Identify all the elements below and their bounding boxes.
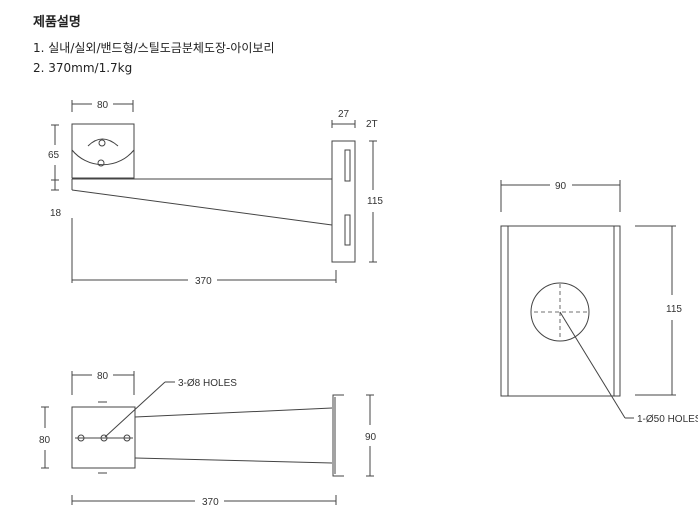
dim-side-thickness: 2T [366, 119, 378, 130]
dim-top-height: 80 [39, 435, 51, 446]
holes-label: 3-Ø8 HOLES [178, 378, 237, 389]
side-view: 80 27 2T 115 65 18 370 [48, 100, 383, 287]
section-title: 제품설명 [33, 15, 81, 30]
dim-side-plate-height: 115 [367, 196, 383, 207]
dim-plate-width: 90 [555, 181, 567, 192]
top-view: 80 80 3-Ø8 HOLES 90 370 [39, 371, 377, 508]
dim-top-plate-width: 90 [365, 432, 377, 443]
dim-top-length: 370 [202, 497, 219, 508]
spec-line-2: 2. 370mm/1.7kg [33, 61, 133, 75]
dim-top-width: 80 [97, 371, 109, 382]
plate-hole-label: 1-Ø50 HOLES [637, 414, 698, 425]
dim-side-lower: 18 [50, 208, 62, 219]
dim-plate-height: 115 [666, 304, 682, 315]
dim-side-plate-width: 27 [338, 109, 350, 120]
dim-side-length: 370 [195, 276, 212, 287]
spec-line-1: 1. 실내/실외/밴드형/스틸도금분체도장-아이보리 [33, 41, 275, 55]
dim-side-width: 80 [97, 100, 109, 111]
dim-side-upper: 65 [48, 150, 60, 161]
plate-view: 90 1-Ø50 HOLES 115 [500, 180, 698, 425]
